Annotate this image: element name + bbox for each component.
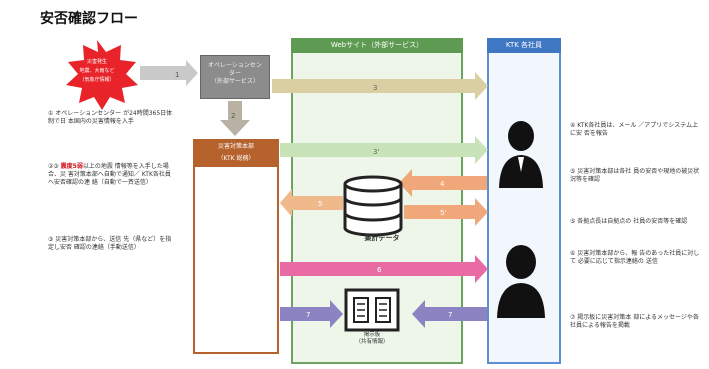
bulletin-board-label: 掲示板 （共有情報） — [350, 332, 394, 346]
arrow-6 — [280, 255, 488, 283]
alert-line-2: 地震、大雨など — [79, 68, 115, 74]
left-note-2-highlight: 震度5弱 — [60, 163, 83, 170]
hq-line-2: （KTK 総務） — [217, 155, 255, 162]
ktk-employees-lane-header: KTK 各社員 — [487, 38, 561, 53]
database-icon — [343, 175, 403, 237]
alert-line-3: （気象庁情報） — [79, 77, 115, 83]
arrow-3-label: 3 — [373, 84, 377, 92]
arrow-1 — [140, 60, 198, 86]
database-label: 集計データ — [364, 234, 400, 242]
left-note-2-rest: 以上の地震 情報等を入手した場合、災 害対策本部へ自動で通知／ KTK各社員へ安… — [48, 163, 171, 186]
disaster-hq-box — [193, 139, 279, 354]
arrow-1-label: 1 — [175, 71, 179, 79]
left-note-1: ① オペレーションセンター が24時間365日体制で日 本国内の災害情報を入手 — [48, 110, 173, 125]
arrow-6-label: 6 — [377, 266, 382, 274]
arrow-3-prime-label: 3' — [373, 148, 379, 156]
alert-line-1: 災害発生 — [86, 59, 107, 65]
board-label-line-2: （共有情報） — [355, 339, 389, 345]
arrow-7-right — [412, 300, 487, 328]
web-service-lane-header: Webサイト（外部サービス） — [291, 38, 463, 53]
arrow-5-label: 5 — [318, 200, 322, 208]
board-label-line-1: 掲示板 — [363, 332, 381, 338]
right-note-6: ⑥ 災害対策本部から、報 告のあった社員に対して 必要に応じて指示連絡の 送信 — [570, 250, 700, 265]
disaster-alert-burst — [66, 40, 138, 110]
left-note-3: ③ 災害対策本部から、送信 先（県など）を指定し安否 確認の連絡（手動送信） — [48, 236, 172, 251]
operations-center-box: オペレーションセン ター （外部サービス） — [200, 55, 270, 99]
arrow-5-prime-label: 5' — [440, 209, 446, 217]
arrow-5-prime — [404, 198, 488, 226]
right-note-5b: ⑤ 各拠点長は自拠点の 社員の安否等を確認 — [570, 218, 688, 225]
arrow-4-label: 4 — [440, 180, 445, 188]
right-note-5a: ⑤ 災害対策本部は各社 員の安否や現地の被災状 況等を確認 — [570, 168, 700, 183]
ops-line-1: オペレーションセン — [208, 62, 262, 69]
page-title: 安否確認フロー — [40, 11, 138, 27]
arrow-4 — [399, 169, 487, 197]
right-note-4: ④ KTK各社員は、メール ／アプリでシステム上に安 否を報告 — [570, 122, 699, 137]
arrow-5 — [280, 189, 343, 217]
arrow-2 — [220, 101, 250, 136]
arrow-3-prime — [280, 136, 488, 164]
arrow-3 — [272, 72, 488, 100]
ops-line-2: ター — [228, 70, 241, 77]
arrow-7-left — [280, 300, 343, 328]
hq-line-1: 災害対策本部 — [217, 143, 254, 150]
male-employee-icon — [499, 121, 543, 188]
left-note-2-prefix: ②③ — [48, 163, 61, 170]
bulletin-board-icon — [344, 288, 400, 332]
ops-line-3: （外部サービス） — [210, 78, 259, 85]
disaster-hq-header: 災害対策本部 （KTK 総務） — [195, 141, 277, 167]
right-note-7: ⑦ 掲示板に災害対策本 部によるメッセージや各 社員による報告を掲載 — [570, 314, 699, 329]
left-note-2: ②③ 震度5弱以上の地震 情報等を入手した場合、災 害対策本部へ自動で通知／ K… — [48, 163, 176, 187]
arrow-2-label: 2 — [231, 112, 235, 120]
disaster-alert-text: 災害発生 地震、大雨など （気象庁情報） — [68, 58, 126, 85]
arrow-7-left-label: 7 — [306, 311, 310, 319]
arrow-7-right-label: 7 — [448, 311, 452, 319]
female-employee-icon — [497, 245, 545, 318]
